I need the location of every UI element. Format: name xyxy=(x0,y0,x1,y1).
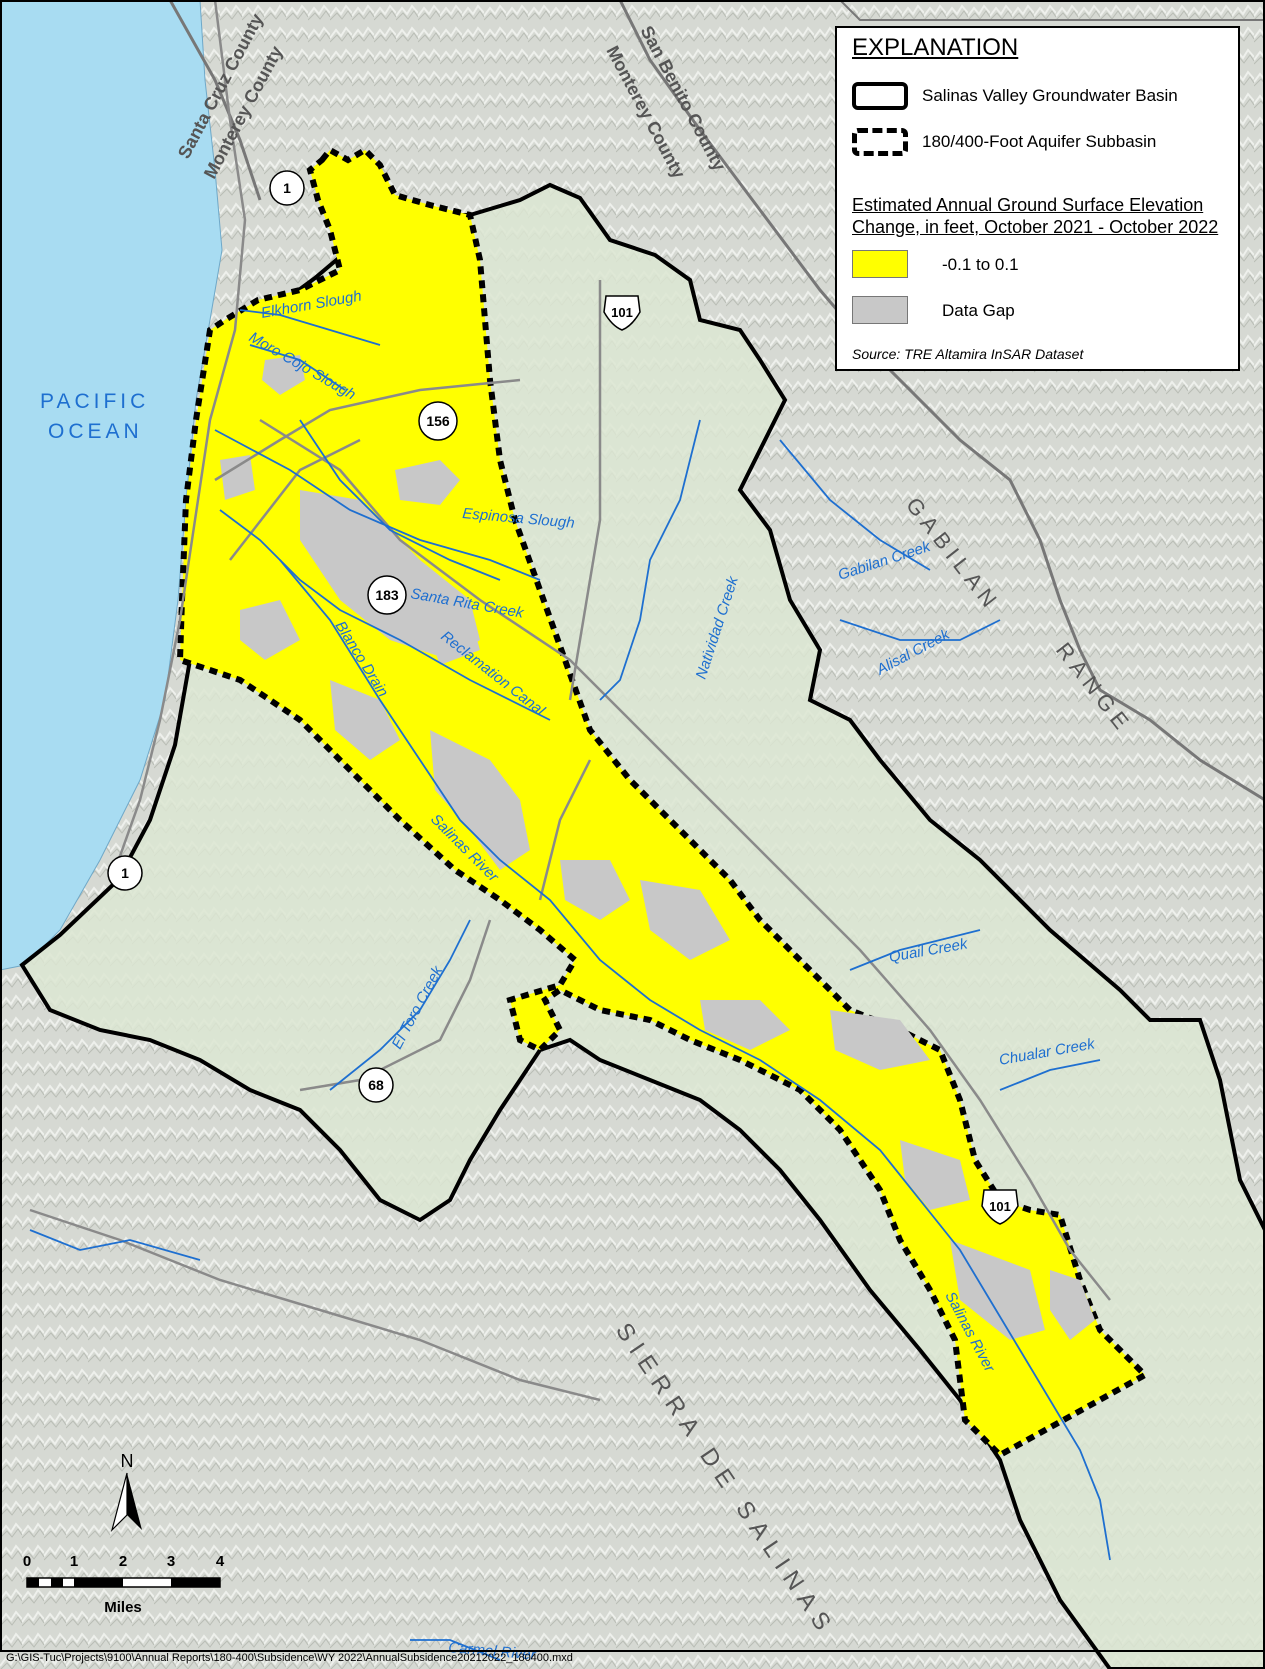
svg-text:1: 1 xyxy=(283,180,291,196)
data-gap-legend-label: Data Gap xyxy=(942,301,1015,320)
roads xyxy=(29,0,1111,1402)
data-gap-patches xyxy=(220,355,1095,1340)
svg-text:101: 101 xyxy=(989,1199,1011,1214)
legend-title: EXPLANATION xyxy=(852,34,1019,61)
svg-text:156: 156 xyxy=(426,413,450,429)
route-101-shield-north: 101 xyxy=(603,295,641,331)
route-101-shield-south: 101 xyxy=(981,1189,1019,1225)
route-1-shield-south: 1 xyxy=(107,855,143,891)
basin-swatch xyxy=(852,82,908,110)
legend-subtitle: Estimated Annual Ground Surface Elevatio… xyxy=(852,195,1219,237)
svg-text:101: 101 xyxy=(611,305,633,320)
legend-source: Source: TRE Altamira InSAR Dataset xyxy=(852,346,1084,362)
scale-tick-3: 3 xyxy=(167,1553,175,1570)
svg-text:68: 68 xyxy=(368,1077,384,1093)
waterways xyxy=(29,309,1111,1661)
subbasin-swatch xyxy=(852,128,908,156)
route-68-shield: 68 xyxy=(358,1067,394,1103)
legend-box: EXPLANATION Salinas Valley Groundwater B… xyxy=(835,26,1240,371)
scale-tick-2: 2 xyxy=(119,1553,127,1570)
scale-tick-1: 1 xyxy=(70,1553,78,1570)
route-183-shield: 183 xyxy=(367,575,407,615)
ocean-label-1: PACIFIC xyxy=(40,390,149,413)
stable-swatch xyxy=(852,250,908,278)
route-156-shield: 156 xyxy=(418,401,458,441)
scale-unit: Miles xyxy=(104,1599,142,1616)
scale-tick-4: 4 xyxy=(216,1553,225,1570)
route-1-shield-north: 1 xyxy=(269,170,305,206)
svg-text:183: 183 xyxy=(375,587,399,603)
svg-text:1: 1 xyxy=(121,865,129,881)
ocean-label-2: OCEAN xyxy=(48,420,143,443)
subbasin-legend-label: 180/400-Foot Aquifer Subbasin xyxy=(922,132,1157,151)
north-arrow-label: N xyxy=(121,1451,134,1471)
north-arrow: N xyxy=(110,1451,142,1532)
file-path-footer: G:\GIS-Tuc\Projects\9100\Annual Reports\… xyxy=(6,1652,573,1664)
stable-legend-label: -0.1 to 0.1 xyxy=(942,255,1019,274)
scale-tick-0: 0 xyxy=(23,1553,31,1570)
basin-legend-label: Salinas Valley Groundwater Basin xyxy=(922,86,1178,105)
scale-bar: 0 1 2 3 4 Miles xyxy=(23,1553,225,1616)
route-shields: 1 156 183 1 68 101 101 xyxy=(107,170,1019,1225)
data-gap-swatch xyxy=(852,296,908,324)
